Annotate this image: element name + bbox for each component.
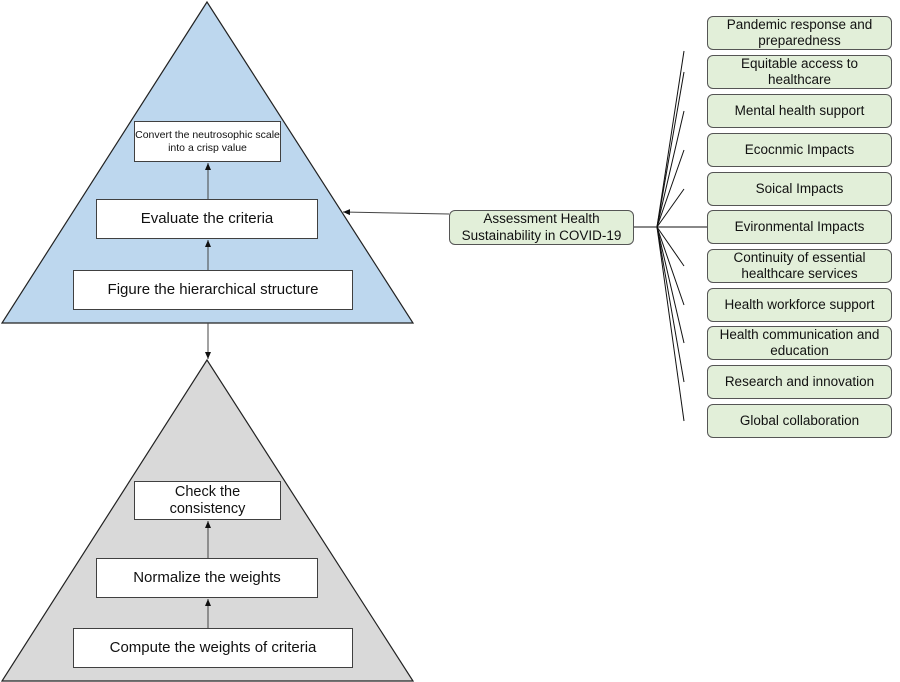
step-compute-weights: Compute the weights of criteria (73, 628, 353, 668)
criterion-box: Continuity of essential healthcare servi… (707, 249, 892, 283)
branch-line (656, 110, 685, 228)
arrow (342, 209, 450, 216)
criterion-box: Research and innovation (707, 365, 892, 399)
criterion-box: Health communication and education (707, 326, 892, 360)
step-convert: Convert the neutrosophic scale into a cr… (134, 121, 281, 162)
branch-line (656, 71, 685, 228)
criterion-box: Mental health support (707, 94, 892, 128)
criterion-box: Equitable access to healthcare (707, 55, 892, 89)
step-evaluate: Evaluate the criteria (96, 199, 318, 239)
criterion-box: Ecocnmic Impacts (707, 133, 892, 167)
criterion-box: Health workforce support (707, 288, 892, 322)
criterion-box: Soical Impacts (707, 172, 892, 206)
branch-line (656, 226, 685, 422)
criterion-box: Global collaboration (707, 404, 892, 438)
bottom-pyramid (0, 358, 415, 682)
branch-line (656, 226, 685, 383)
criterion-box: Evironmental Impacts (707, 210, 892, 244)
branch-line (656, 50, 685, 228)
center-node: Assessment Health Sustainability in COVI… (449, 210, 634, 245)
branch-line (656, 226, 685, 306)
branch-line (656, 226, 685, 344)
step-normalize: Normalize the weights (96, 558, 318, 598)
criterion-box: Pandemic response and preparedness (707, 16, 892, 50)
branch-line (656, 226, 685, 267)
branch-lines (634, 50, 707, 422)
step-check-consistency: Check the consistency (134, 481, 281, 520)
step-figure-structure: Figure the hierarchical structure (73, 270, 353, 310)
branch-line (656, 149, 685, 228)
branch-line (656, 188, 685, 228)
